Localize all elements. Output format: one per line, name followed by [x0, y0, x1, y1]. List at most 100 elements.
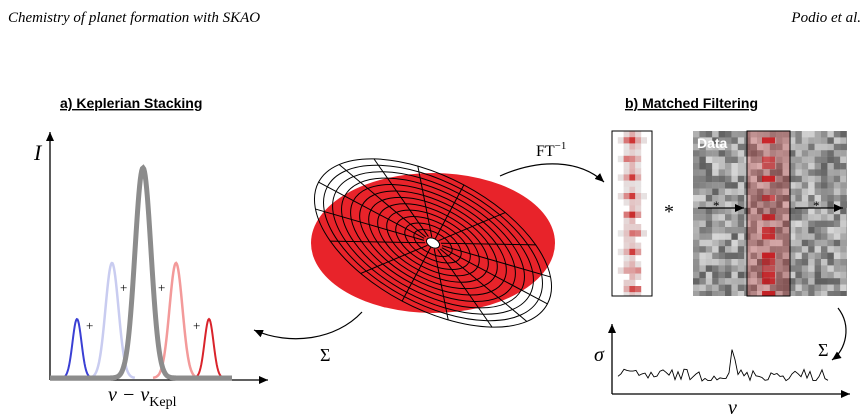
data-pixel [789, 143, 796, 151]
arrow-to-response [831, 307, 847, 361]
data-pixel [795, 291, 802, 296]
data-pixel [750, 233, 758, 240]
kernel-pixel [635, 273, 642, 280]
data-pixel [731, 291, 738, 296]
data-pixel [821, 175, 828, 183]
filter-line-pixel [762, 278, 775, 285]
data-pixel [718, 137, 726, 144]
filter-line-pixel [762, 137, 775, 144]
data-pixel [840, 182, 847, 189]
kernel-pixel [635, 137, 642, 144]
data-pixel [782, 214, 790, 221]
data-pixel [840, 143, 847, 151]
data-pixel [705, 195, 713, 202]
data-pixel [750, 163, 758, 170]
data-pixel [731, 182, 738, 189]
data-pixel [750, 271, 758, 279]
data-pixel [789, 201, 796, 208]
data-pixel [814, 239, 822, 247]
data-pixel [827, 143, 834, 151]
data-pixel [737, 137, 745, 144]
data-pixel [725, 271, 732, 279]
kernel-pixel [629, 137, 636, 144]
kernel-pixel [629, 199, 636, 206]
data-pixel [737, 220, 745, 228]
data-pixel [827, 227, 834, 234]
data-pixel [821, 182, 828, 189]
data-pixel [833, 143, 841, 151]
data-pixel [782, 252, 790, 260]
kernel-pixel [629, 261, 636, 268]
data-pixel [801, 188, 809, 196]
data-pixel [737, 239, 745, 247]
data-pixel [846, 131, 847, 138]
data-pixel [795, 227, 802, 234]
data-pixel [821, 195, 828, 202]
data-pixel [833, 220, 841, 228]
data-pixel [808, 265, 815, 272]
data-pixel [808, 233, 815, 240]
kernel-pixel [623, 292, 630, 296]
data-pixel [737, 246, 745, 253]
data-pixel [757, 143, 764, 151]
data-pixel [699, 195, 706, 202]
data-pixel [814, 265, 822, 272]
data-pixel [789, 284, 796, 292]
data-pixel [833, 175, 841, 183]
disk-spoke [314, 208, 425, 241]
data-pixel [846, 259, 847, 266]
data-pixel [782, 169, 790, 176]
data-pixel [731, 195, 738, 202]
kernel-pixel [623, 162, 630, 169]
data-pixel [693, 137, 700, 144]
data-pixel [808, 284, 815, 292]
data-pixel [699, 227, 706, 234]
data-pixel [782, 291, 790, 296]
data-pixel [801, 227, 809, 234]
data-pixel [840, 150, 847, 157]
data-pixel [789, 163, 796, 170]
data-pixel [769, 169, 777, 176]
data-pixel [776, 246, 783, 253]
kernel-pixel [617, 174, 624, 181]
data-pixel [782, 175, 790, 183]
data-pixel [782, 182, 790, 189]
data-pixel [821, 291, 828, 296]
data-pixel [699, 284, 706, 292]
data-pixel [725, 131, 732, 138]
data-pixel [833, 271, 841, 279]
kernel-pixel [617, 248, 624, 256]
running-header-authors: Podio et al. [791, 10, 861, 26]
data-pixel [814, 278, 822, 285]
data-pixel [801, 131, 809, 138]
data-pixel [833, 163, 841, 170]
kernel-pixel [629, 236, 636, 243]
data-pixel [763, 169, 770, 176]
data-pixel [789, 291, 796, 296]
disk-spoke [417, 165, 433, 238]
data-pixel [814, 169, 822, 176]
data-pixel [699, 239, 706, 247]
data-pixel [795, 156, 802, 164]
data-pixel [712, 163, 719, 170]
kernel-pixel [635, 149, 642, 156]
data-pixel [821, 227, 828, 234]
data-pixel [782, 271, 790, 279]
data-pixel [693, 182, 700, 189]
data-pixel [782, 220, 790, 228]
data-pixel [699, 265, 706, 272]
kernel-pixel [635, 186, 642, 194]
data-pixel [693, 233, 700, 240]
data-pixel [846, 214, 847, 221]
data-pixel [712, 239, 719, 247]
data-pixel [705, 291, 713, 296]
filter-line-pixel [762, 233, 775, 240]
data-pixel [757, 201, 764, 208]
data-pixel [840, 278, 847, 285]
data-image-pixels [693, 131, 847, 296]
data-pixel [821, 265, 828, 272]
data-pixel [693, 271, 700, 279]
data-pixel [814, 195, 822, 202]
data-pixel [827, 278, 834, 285]
data-pixel [750, 137, 758, 144]
